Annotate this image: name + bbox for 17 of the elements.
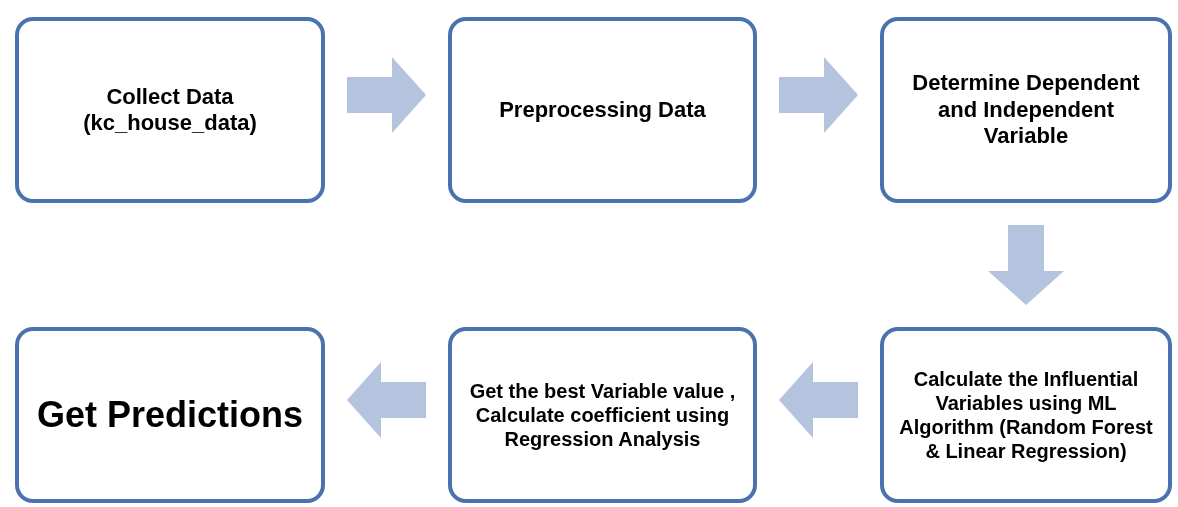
- block-arrow: [779, 362, 858, 438]
- step-text: Calculate the Influential Variables using ML Algorithm (Random Forest & Linear Regression): [898, 367, 1154, 463]
- process-box: [15, 327, 325, 503]
- process-box: [15, 17, 325, 203]
- process-box: [880, 17, 1172, 203]
- block-arrow: [347, 57, 426, 133]
- process-box: [448, 17, 757, 203]
- step-text: Collect Data (kc_house_data): [82, 83, 258, 137]
- step-text: Preprocessing Data: [499, 96, 706, 124]
- block-arrow: [779, 57, 858, 133]
- step-text: Determine Dependent and Independent Variable: [911, 70, 1141, 150]
- block-arrow: [347, 362, 426, 438]
- step-text: Get the best Variable value , Calculate coefficient using Regression Analysis: [468, 379, 737, 451]
- step-text: Get Predictions: [36, 393, 304, 437]
- process-box: [880, 327, 1172, 503]
- block-arrow: [988, 225, 1064, 305]
- process-box: [448, 327, 757, 503]
